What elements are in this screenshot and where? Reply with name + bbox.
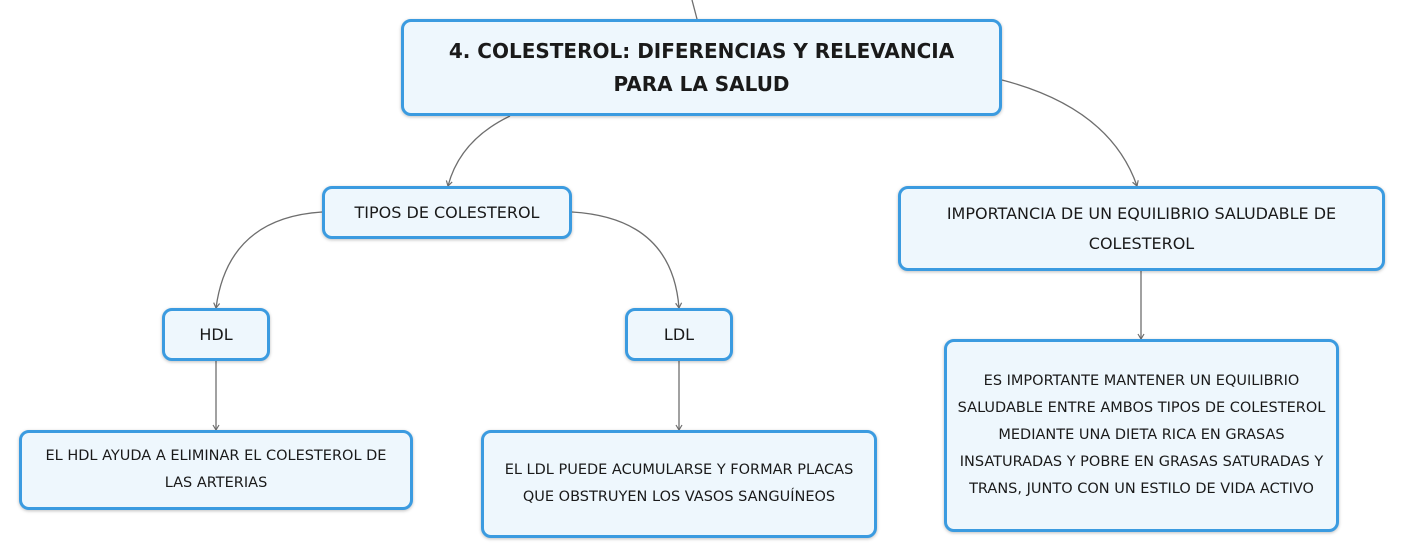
ldl-node[interactable]: LDL [625, 308, 733, 361]
root-topic-text: 4. COLESTEROL: DIFERENCIAS Y RELEVANCIA … [448, 38, 955, 96]
importancia-description-text: ES IMPORTANTE MANTENER UN EQUILIBRIO SAL… [957, 373, 1326, 497]
importancia-description-node[interactable]: ES IMPORTANTE MANTENER UN EQUILIBRIO SAL… [944, 339, 1339, 532]
ldl-description-text: EL LDL PUEDE ACUMULARSE Y FORMAR PLACAS … [504, 462, 854, 505]
hdl-node[interactable]: HDL [162, 308, 270, 361]
connector-root-to-importancia [1001, 79, 1139, 188]
ldl-text: LDL [663, 324, 695, 344]
hdl-description-node[interactable]: EL HDL AYUDA A ELIMINAR EL COLESTEROL DE… [19, 430, 413, 510]
hdl-text: HDL [199, 324, 233, 344]
connector-parent-to-root [691, 0, 698, 20]
connector-root-to-tipos [445, 115, 511, 188]
hdl-description-text: EL HDL AYUDA A ELIMINAR EL COLESTEROL DE… [45, 448, 387, 491]
tipos-de-colesterol-node[interactable]: TIPOS DE COLESTEROL [322, 186, 572, 239]
root-topic-node[interactable]: 4. COLESTEROL: DIFERENCIAS Y RELEVANCIA … [401, 19, 1002, 116]
ldl-description-node[interactable]: EL LDL PUEDE ACUMULARSE Y FORMAR PLACAS … [481, 430, 877, 538]
importancia-equilibrio-text: IMPORTANCIA DE UN EQUILIBRIO SALUDABLE D… [946, 203, 1337, 253]
tipos-de-colesterol-text: TIPOS DE COLESTEROL [354, 202, 540, 222]
connector-tipos-to-ldl [571, 211, 683, 310]
importancia-equilibrio-node[interactable]: IMPORTANCIA DE UN EQUILIBRIO SALUDABLE D… [898, 186, 1385, 271]
connector-tipos-to-hdl [213, 211, 323, 310]
